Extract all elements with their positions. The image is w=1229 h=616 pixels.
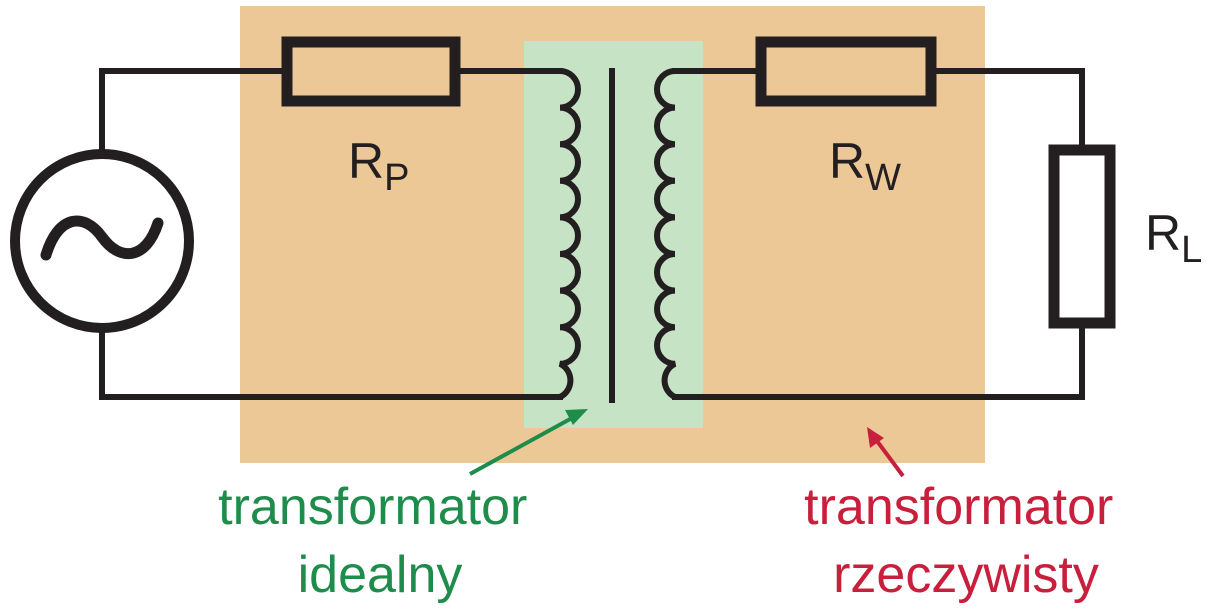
primary-coil (557, 68, 581, 400)
secondary-wires (672, 68, 1085, 400)
resistor-rl-label: RL (1145, 205, 1202, 271)
ac-source (10, 149, 194, 333)
ideal-arrow (469, 409, 588, 476)
resistor-rw-label: RW (829, 133, 901, 199)
real-caption: transformator rzeczywisty (804, 478, 1128, 604)
ac-source-icon (10, 149, 194, 333)
resistor-rp (281, 36, 461, 107)
resistor-rw (755, 36, 937, 107)
real-arrow (867, 427, 905, 478)
resistor-rl (1048, 144, 1116, 329)
resistor-rp-label: RP (348, 133, 409, 199)
primary-wires (99, 68, 563, 400)
tilde-symbol (40, 215, 164, 261)
secondary-coil (654, 68, 678, 400)
ideal-caption: transformator idealny (218, 478, 542, 604)
